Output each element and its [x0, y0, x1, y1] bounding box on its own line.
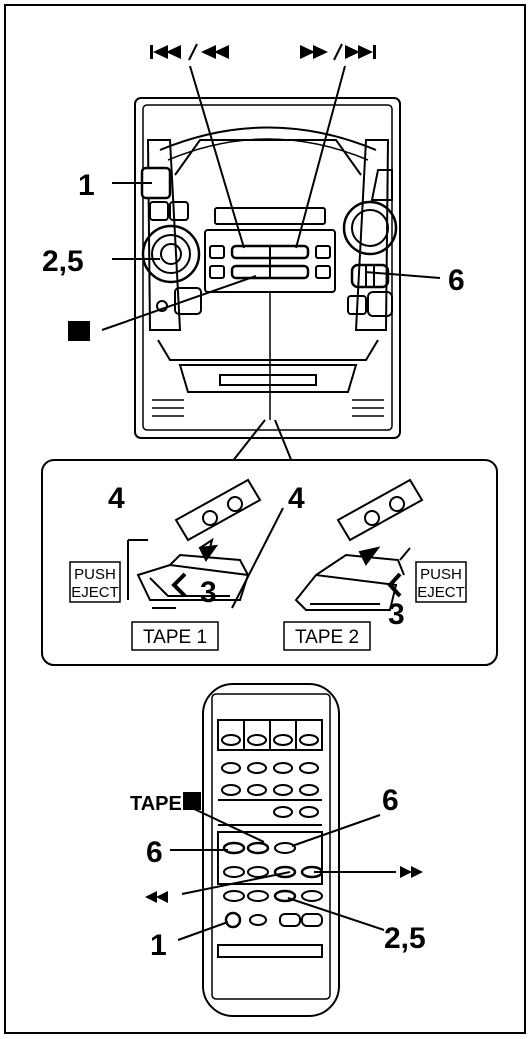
push-eject-left-line1: PUSH	[74, 566, 116, 583]
tape-stop-symbol	[183, 792, 201, 810]
step-2-5-label: 2,5	[42, 245, 84, 278]
push-eject-right-box: PUSH EJECT	[415, 561, 467, 603]
inset-divider	[231, 507, 284, 609]
step-4-right-label: 4	[288, 482, 305, 515]
step-1-label: 1	[78, 169, 95, 202]
rewind-symbol	[145, 891, 168, 903]
fastforward-skip-symbol	[300, 43, 376, 61]
leader-skip-rewind	[189, 65, 245, 249]
tape2-illustration	[294, 478, 424, 611]
tape1-label-box: TAPE 1	[131, 621, 219, 651]
leader-fastforward	[295, 65, 346, 249]
leader-step-6-right	[291, 814, 381, 847]
remote-step-1-label: 1	[150, 929, 167, 962]
leader-step-2-5-remote	[287, 897, 385, 931]
tape-stop-label: TAPE	[130, 793, 182, 815]
remote-step-2-5-label: 2,5	[384, 922, 426, 955]
tape2-label-box: TAPE 2	[283, 621, 371, 651]
leader-tape-stop	[189, 806, 265, 843]
push-arrow-right	[387, 572, 402, 598]
push-eject-right-line2: EJECT	[417, 584, 465, 601]
step-3-right-label: 3	[388, 598, 405, 631]
leader-rewind	[181, 871, 291, 895]
push-eject-left-line2: EJECT	[71, 584, 119, 601]
stop-symbol	[68, 321, 90, 341]
skip-rewind-symbol	[150, 43, 229, 61]
leader-step-1-remote	[177, 921, 229, 941]
push-eject-right-line1: PUSH	[420, 566, 462, 583]
push-eject-left-box: PUSH EJECT	[69, 561, 121, 603]
zoom-line-right	[274, 419, 293, 463]
figure-frame	[4, 4, 526, 1034]
step-4-left-label: 4	[108, 482, 125, 515]
remote-step-6-right-label: 6	[382, 784, 399, 817]
step-3-left-label: 3	[200, 576, 217, 609]
remote-step-6-left-label: 6	[146, 836, 163, 869]
tape1-illustration	[127, 478, 262, 609]
tape1-label: TAPE 1	[143, 627, 207, 648]
tape2-label: TAPE 2	[295, 627, 359, 648]
fastforward-symbol	[400, 866, 423, 878]
remote-control	[202, 683, 340, 1017]
stereo-unit	[134, 97, 401, 439]
zoom-line-left	[231, 419, 266, 463]
push-arrow-left	[171, 572, 187, 598]
leader-step-6	[364, 271, 441, 279]
leader-stop	[101, 275, 257, 331]
step-6-label: 6	[448, 264, 465, 297]
